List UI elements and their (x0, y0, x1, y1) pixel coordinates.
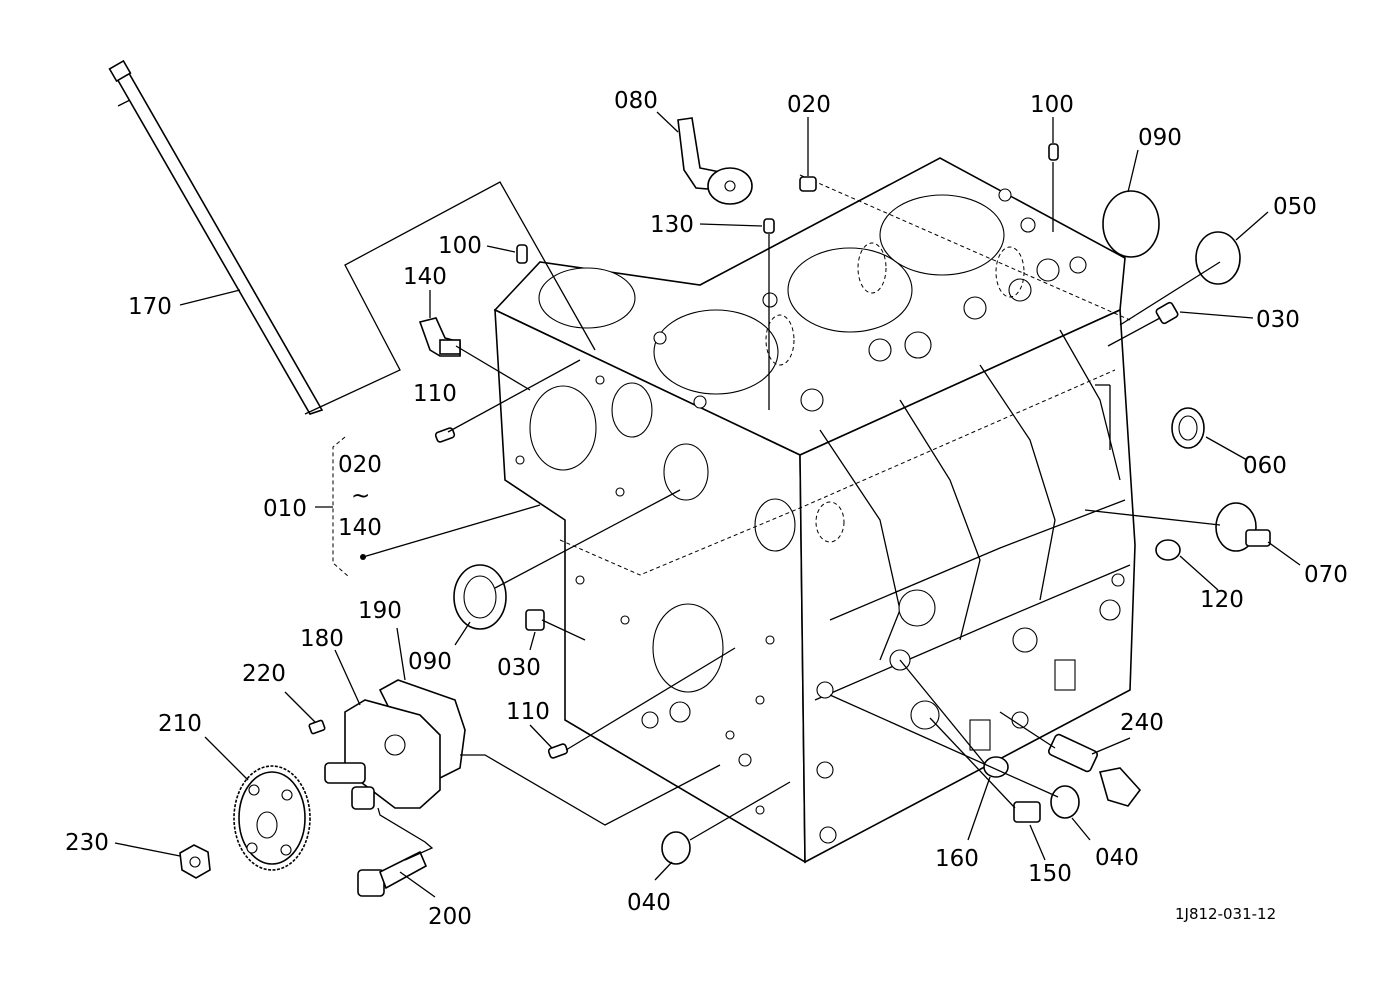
callout-230: 230 (65, 830, 109, 856)
callout-060: 060 (1243, 453, 1287, 479)
drawing-code: 1J812-031-12 (1175, 905, 1276, 923)
callout-070: 070 (1304, 562, 1348, 588)
callout-030-right: 030 (1256, 307, 1300, 333)
callout-140-group: 140 (338, 515, 382, 541)
part-050-plug (1195, 231, 1241, 285)
part-030-plug-right (1155, 301, 1179, 325)
dipstick-guide (108, 59, 324, 415)
part-240-sensor (1048, 733, 1142, 807)
part-090-cap-top (1102, 190, 1160, 258)
callout-020-top: 020 (787, 92, 831, 118)
part-130-pin (763, 218, 775, 234)
leader-lines (114, 111, 1301, 898)
part-180-oil-pump (324, 699, 441, 810)
part-080-elbow (677, 117, 753, 205)
part-150-plug (1013, 801, 1041, 823)
part-200-bolt (357, 850, 428, 897)
crankcase-block (493, 157, 1136, 864)
part-040-cap-right (1050, 785, 1080, 819)
callout-090-top: 090 (1138, 125, 1182, 151)
part-110-pin-bottom (547, 743, 569, 759)
part-020-plug-top (799, 176, 817, 192)
part-120-pin (1155, 539, 1181, 561)
part-030-plug-left (525, 609, 545, 631)
callout-220: 220 (242, 661, 286, 687)
callout-040-bottom: 040 (627, 890, 671, 916)
part-070-plug (1215, 502, 1271, 552)
callout-030-left: 030 (497, 655, 541, 681)
callout-240: 240 (1120, 710, 1164, 736)
callout-050: 050 (1273, 194, 1317, 220)
part-090-seal-left (453, 564, 507, 630)
callout-120: 120 (1200, 587, 1244, 613)
callout-080: 080 (614, 88, 658, 114)
callout-090-left: 090 (408, 649, 452, 675)
part-160-washer (983, 756, 1009, 778)
callout-010: 010 (263, 496, 307, 522)
part-040-cap-bottom (661, 831, 691, 865)
callout-040-right: 040 (1095, 845, 1139, 871)
callout-200: 200 (428, 904, 472, 930)
callout-110-top: 110 (413, 381, 457, 407)
callout-020-group: 020 (338, 452, 382, 478)
part-220-key (308, 719, 326, 735)
part-230-nut (179, 844, 211, 879)
part-100-pin-left (516, 244, 528, 264)
part-140-elbow-left (418, 317, 461, 357)
callout-150: 150 (1028, 861, 1072, 887)
callout-210: 210 (158, 711, 202, 737)
callout-190: 190 (358, 598, 402, 624)
callout-100-left: 100 (438, 233, 482, 259)
callout-140-left: 140 (403, 264, 447, 290)
callout-110-bottom: 110 (506, 699, 550, 725)
group-bracket (315, 436, 541, 577)
callout-160: 160 (935, 846, 979, 872)
callout-100-top: 100 (1030, 92, 1074, 118)
callout-180: 180 (300, 626, 344, 652)
callout-labels: 080 020 100 090 050 130 100 140 170 030 … (65, 88, 1348, 930)
callout-130: 130 (650, 212, 694, 238)
part-210-gear (233, 765, 311, 871)
callout-tilde: ~ (351, 483, 370, 509)
part-100-pin-top (1048, 143, 1059, 161)
callout-170: 170 (128, 294, 172, 320)
part-060-ring (1171, 407, 1205, 449)
